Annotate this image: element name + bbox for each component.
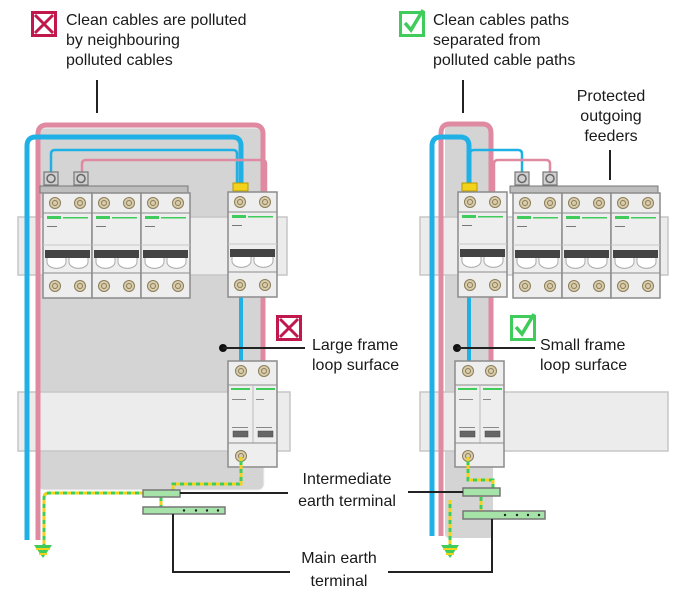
right-polluted-cable-inner (492, 158, 552, 192)
right-feeder-breaker (513, 193, 562, 298)
intermediate-earth-label-line: earth terminal (298, 493, 396, 510)
left-busbar-terminal (73, 171, 89, 186)
check-box-icon (399, 9, 425, 37)
left-polluted-cable-outer (35, 122, 266, 540)
right-yellow-clip (461, 182, 478, 192)
left-yellow-clip (232, 182, 249, 192)
small-loop-label: Small frame loop surface (540, 337, 627, 374)
main-earth-label: Main earth terminal (301, 550, 377, 590)
intermediate-earth-label: Intermediate earth terminal (298, 471, 396, 510)
main-earth-label-line: terminal (311, 573, 368, 590)
left-caption: Clean cables are polluted by neighbourin… (66, 12, 247, 69)
left-caption-line: by neighbouring (66, 32, 180, 49)
right-caption-line: polluted cable paths (433, 52, 575, 69)
right-busbar-terminal (514, 171, 530, 186)
left-incoming-breaker (228, 192, 277, 297)
right-caption-line: separated from (433, 32, 541, 49)
right-clean-cable-outer (429, 134, 472, 536)
right-caption-line: Clean cables paths (433, 12, 569, 29)
left-busbar-terminal (43, 171, 59, 186)
right-feeder-breaker (562, 193, 611, 298)
right-clean-cable-inner (468, 148, 524, 186)
left-intermediate-earth-terminal (142, 489, 181, 498)
right-comb-busbar (509, 185, 659, 194)
left-polluted-cable-inner (80, 158, 268, 192)
left-breaker (141, 193, 190, 298)
check-box-icon (510, 313, 536, 341)
right-feeder-breaker (611, 193, 660, 298)
large-loop-label-line: loop surface (312, 357, 399, 374)
cross-box-icon (276, 315, 302, 341)
feeders-label: Protected outgoing feeders (577, 88, 645, 145)
left-ground-icon (34, 545, 52, 558)
intermediate-earth-label-line: Intermediate (303, 471, 392, 488)
feeders-label-line: feeders (584, 128, 637, 145)
right-busbar-terminal (542, 171, 558, 186)
large-loop-label-line: Large frame (312, 337, 398, 354)
right-intermediate-earth-terminal (462, 487, 501, 497)
feeders-label-line: outgoing (580, 108, 641, 125)
right-incoming-breaker (458, 192, 507, 297)
left-comb-busbar (39, 185, 189, 194)
main-earth-label-line: Main earth (301, 550, 377, 567)
main-earth-leader-left (172, 514, 290, 573)
small-loop-label-line: Small frame (540, 337, 625, 354)
left-breaker (92, 193, 141, 298)
small-loop-label-line: loop surface (540, 357, 627, 374)
right-caption: Clean cables paths separated from pollut… (433, 12, 575, 69)
right-main-earth-terminal-holes (503, 513, 541, 517)
right-polluted-cable-outer (438, 121, 494, 536)
left-panel (17, 80, 305, 558)
right-surge-protector (455, 361, 504, 467)
left-main-earth-terminal-holes (182, 509, 220, 512)
left-caption-line: Clean cables are polluted (66, 12, 247, 29)
left-breaker (43, 193, 92, 298)
right-ground-icon (441, 545, 459, 558)
left-clean-cable-outer (24, 134, 244, 540)
left-clean-cable-inner (49, 148, 239, 186)
left-caption-line: polluted cables (66, 52, 173, 69)
large-loop-label: Large frame loop surface (312, 337, 399, 374)
feeders-label-line: Protected (577, 88, 645, 105)
right-panel (419, 80, 669, 558)
main-earth-leader-right (388, 519, 493, 573)
cross-box-icon (31, 11, 57, 37)
left-surge-protector (228, 361, 277, 467)
